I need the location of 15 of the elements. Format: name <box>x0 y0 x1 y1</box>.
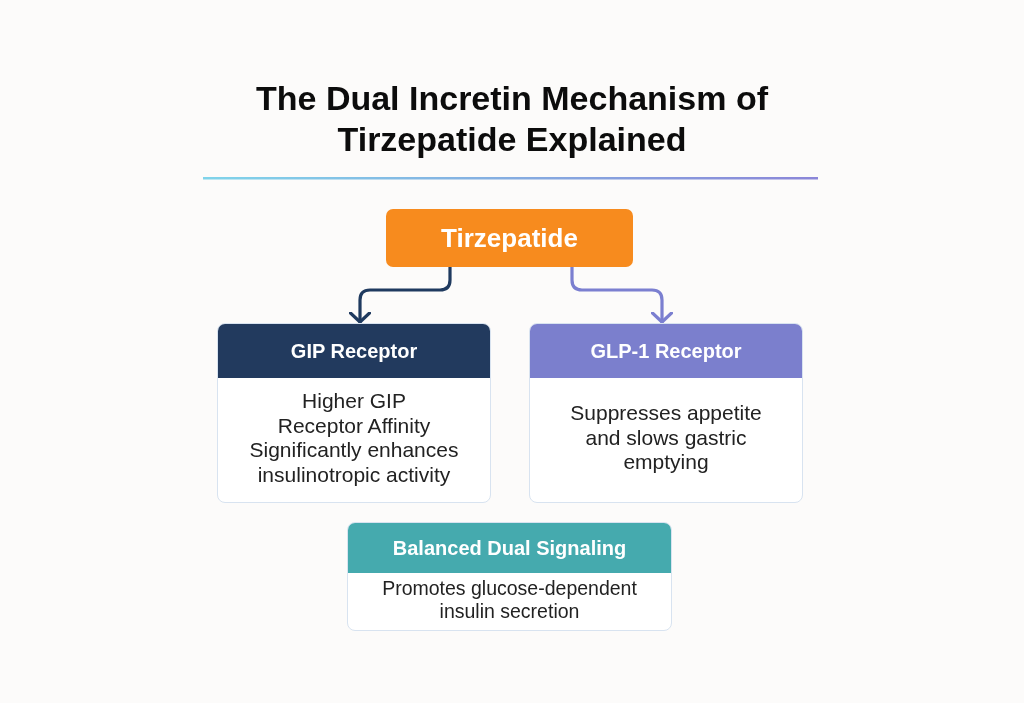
card-text: Higher GIP Receptor Affinity <box>276 389 432 438</box>
card-heading: GIP Receptor <box>290 339 418 363</box>
info-card <box>347 522 672 631</box>
card-text: Promotes glucose-dependent insulin secretion <box>381 576 638 623</box>
info-card <box>217 323 491 503</box>
card-heading: GLP-1 Receptor <box>590 339 742 363</box>
arrow <box>570 265 674 324</box>
card-text: Significantly enhances insulinotropic activity <box>248 438 460 487</box>
node-title: Tirzepatide <box>441 222 578 254</box>
info-card <box>529 323 803 503</box>
card-text: Suppresses appetite and slows gastric emptying <box>569 401 763 475</box>
drug-box <box>386 209 633 267</box>
diagram-title: The Dual Incretin Mechanism of Tirzepatide Explained <box>255 78 769 160</box>
card-heading: Balanced Dual Signaling <box>392 536 627 560</box>
arrow <box>348 265 452 324</box>
